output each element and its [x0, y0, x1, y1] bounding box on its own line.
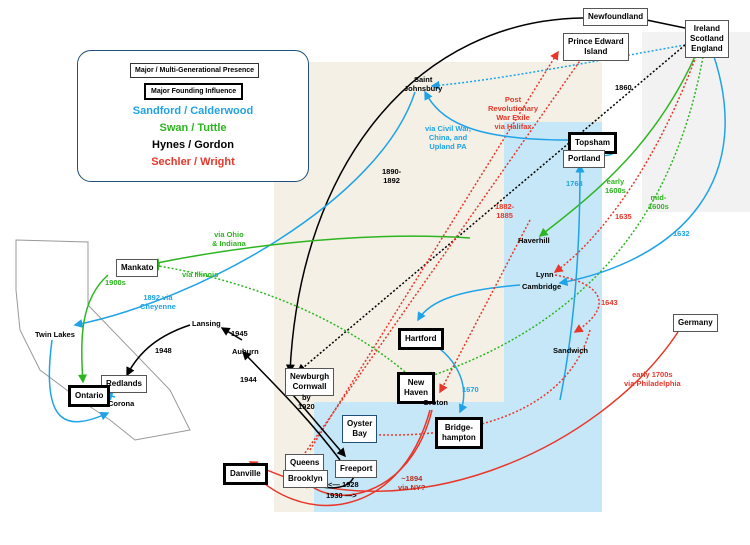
place-sandwich: Sandwich	[553, 346, 589, 355]
label-1928: <— 1928	[328, 480, 359, 489]
label-early-1700s-philadelphia: early 1700s via Philadelphia	[624, 370, 681, 388]
place-twin-lakes: Twin Lakes	[35, 330, 75, 339]
place-brooklyn: Brooklyn	[283, 470, 328, 488]
arrow-stjohnsbury-twinlakes	[73, 91, 416, 328]
label-1643: 1643	[601, 298, 618, 307]
place-corona: Corona	[108, 399, 135, 408]
place-germany: Germany	[673, 314, 718, 332]
label-1890: 1890- 1892	[382, 167, 402, 185]
label-1944: 1944	[240, 375, 257, 384]
arrow-auburn-lansing	[220, 327, 243, 341]
legend-presence-sample: Major / Multi-Generational Presence	[130, 63, 260, 78]
arrow-newburgh-freeport	[292, 394, 346, 458]
label-1945: 1945	[231, 329, 248, 338]
arrow-to-portland	[559, 163, 585, 401]
label-civil-war: via Civil War, China, and Upland PA	[425, 124, 471, 151]
place-ontario: Ontario	[68, 385, 111, 407]
arrow-newhaven-mankato-dotted	[150, 261, 421, 386]
arrow-freeport-auburn	[241, 350, 341, 461]
arrow-to-groton-dotted	[439, 219, 531, 394]
arrow-ireland-newhaven-dotted	[423, 44, 706, 380]
place-haverhill: Haverhill	[518, 236, 550, 245]
arrow-lynn-sandwich	[554, 274, 600, 333]
label-1768: 1768	[566, 179, 583, 188]
label-post-revolutionary: Post Revolutionary War Exile via Halifax	[488, 95, 539, 131]
arrow-ireland-cambridge	[558, 44, 726, 287]
place-portland: Portland	[563, 150, 606, 168]
arrow-haverhill-mankato	[150, 235, 471, 267]
arrow-groton-danville	[244, 409, 431, 507]
label-1860: 1860	[615, 83, 632, 92]
place-hartford: Hartford	[398, 328, 444, 350]
label-1635: 1635	[615, 212, 632, 221]
place-cambridge: Cambridge	[522, 282, 562, 291]
label-1930: 1930 —>	[326, 491, 357, 500]
place-bridgehampton: Bridge- hampton	[435, 417, 483, 449]
arrow-lansing-redlands	[126, 324, 191, 377]
label-early-1600s: early 1600s	[605, 177, 626, 195]
california-outline	[15, 239, 191, 441]
label-via-ohio: via Ohio & Indiana	[212, 230, 246, 248]
label-1632: 1632	[673, 229, 690, 238]
uk-map-background	[642, 32, 750, 212]
legend-founding-sample: Major Founding Influence	[144, 83, 244, 100]
place-mankato: Mankato	[116, 259, 159, 277]
label-1948: 1948	[155, 346, 172, 355]
label-1670: 1670	[462, 385, 479, 394]
place-oyster-bay: Oyster Bay	[342, 415, 378, 443]
arrow-groton-brooklyn	[304, 409, 433, 496]
arrow-ireland-stjohnsbury	[430, 44, 686, 90]
place-groton: Groton	[423, 398, 448, 407]
place-redlands: Redlands	[101, 375, 148, 393]
place-ireland-scotland-england: Ireland Scotland England	[685, 20, 729, 58]
label-by-1920: by 1920	[298, 393, 315, 411]
place-new-haven: New Haven	[397, 372, 436, 404]
place-saint-johnsbury: Saint Johnsbury	[404, 75, 443, 93]
label-1892-cheyenne: 1892 via Cheyenne	[140, 293, 176, 311]
label-1900s: 1900s	[105, 278, 126, 287]
legend-family-sechler: Sechler / Wright	[151, 156, 235, 168]
legend-family-sandford: Sandford / Calderwood	[132, 105, 254, 117]
place-lansing: Lansing	[192, 319, 221, 328]
arrow-twinlakes-corona	[48, 339, 110, 423]
arrow-ireland-haverhill	[538, 44, 701, 237]
place-auburn: Auburn	[232, 347, 259, 356]
arrow-ireland-lynn-dotted	[553, 44, 701, 273]
arrow-newfoundland-newburgh	[285, 17, 584, 374]
arrow-mankato-ontario	[77, 274, 109, 384]
place-freeport: Freeport	[335, 460, 378, 478]
label-mid-1600s: mid- 1600s	[648, 193, 669, 211]
label-via-illinois: via Illinois	[182, 270, 219, 279]
place-lynn: Lynn	[536, 270, 554, 279]
place-prince-edward-island: Prince Edward Island	[563, 33, 629, 61]
place-newburgh-cornwall: Newburgh Cornwall	[285, 368, 335, 396]
arrow-topsham-stjohnsbury	[424, 90, 569, 141]
legend-family-swan: Swan / Tuttle	[159, 122, 227, 134]
place-danville: Danville	[223, 463, 268, 485]
label-1894-via-ny: ~1894 via NY?	[398, 474, 426, 492]
atlantic-water	[504, 122, 602, 512]
arrow-pei-queens	[299, 54, 585, 461]
label-1882: 1882- 1885	[495, 202, 515, 220]
arrow-cambridge-hartford	[417, 284, 521, 322]
legend-family-hynes: Hynes / Gordon	[152, 139, 234, 151]
legend: Major / Multi-Generational Presence Majo…	[77, 50, 309, 182]
arrow-ireland-newburgh-dotted	[296, 44, 686, 373]
place-newfoundland: Newfoundland	[583, 8, 649, 26]
